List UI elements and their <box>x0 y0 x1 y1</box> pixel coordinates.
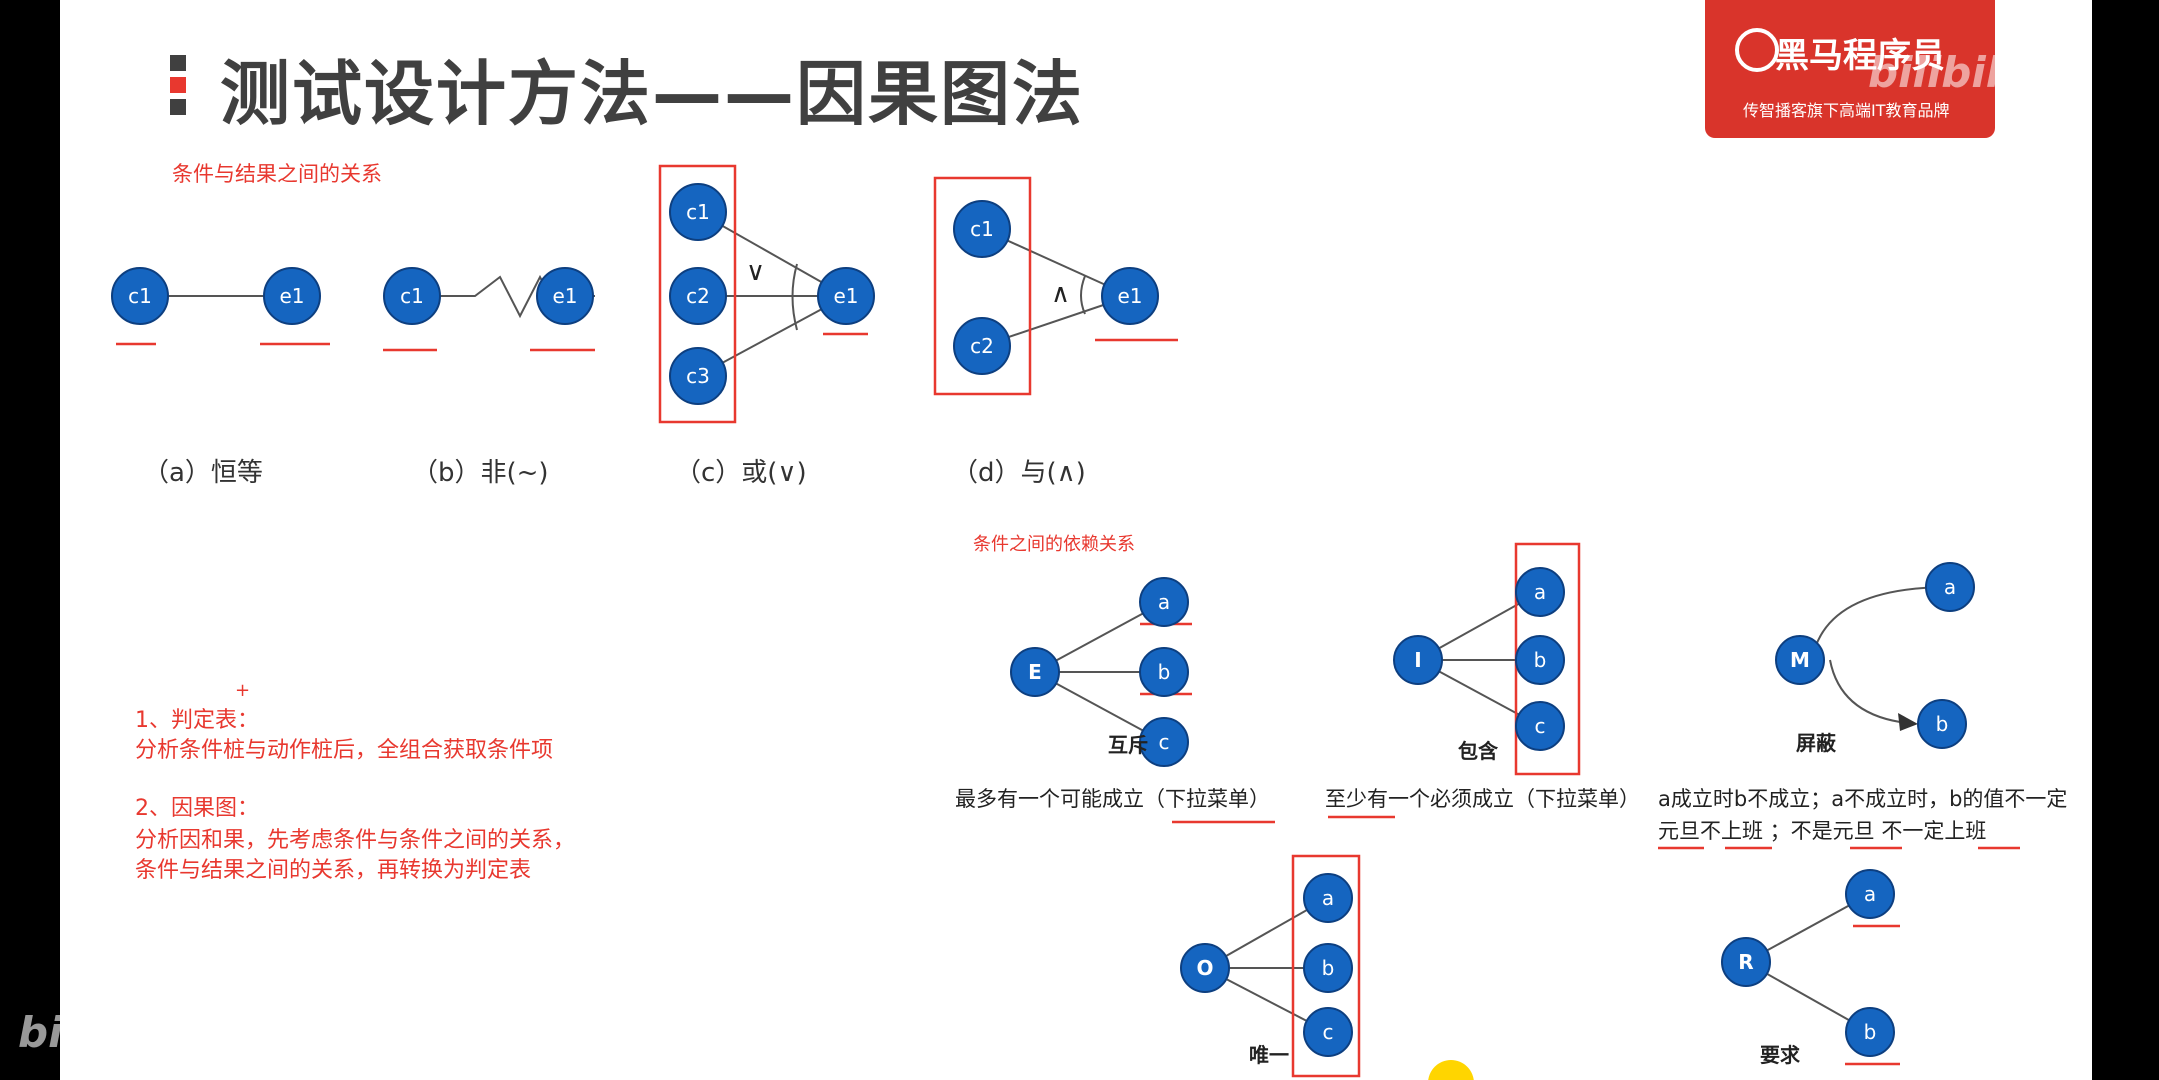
pointer-highlight <box>1428 1060 1474 1080</box>
node-c <box>1139 717 1189 767</box>
node-label: a <box>1158 590 1170 614</box>
node-label: e1 <box>833 284 858 308</box>
node-label: b <box>1158 660 1171 684</box>
node-label: a <box>1534 580 1546 604</box>
node-b <box>1139 647 1189 697</box>
node-c1 <box>669 183 727 241</box>
node-a <box>1515 567 1565 617</box>
node-E <box>1010 647 1060 697</box>
masking-arrow-curve <box>1829 659 1901 723</box>
node-c <box>1515 701 1565 751</box>
or-arc <box>791 263 798 331</box>
caption-and: （d）与(∧) <box>952 458 1086 488</box>
brand-slogan: 传智播客旗下高端IT教育品牌 <box>1743 101 1950 120</box>
only-group-box <box>1291 854 1361 1078</box>
node-label: c1 <box>970 217 994 241</box>
and-arc <box>1080 275 1086 315</box>
node-a <box>1845 869 1895 919</box>
node-e1 <box>817 267 875 325</box>
node-label: e1 <box>552 284 577 308</box>
bilibili-watermark: bilibili <box>1868 48 2015 97</box>
and-group-box <box>933 176 1032 396</box>
node-b <box>1303 943 1353 993</box>
node-a <box>1303 873 1353 923</box>
constraint-label: 互斥 <box>1108 733 1148 757</box>
constraint-label: 唯一 <box>1249 1043 1289 1067</box>
relations-heading: 条件与结果之间的关系 <box>172 162 382 186</box>
node-e1 <box>536 267 594 325</box>
node-label: a <box>1864 882 1876 906</box>
node-label: b <box>1322 956 1335 980</box>
node-c1 <box>111 267 169 325</box>
node-label: O <box>1196 956 1213 980</box>
node-label: c2 <box>686 284 710 308</box>
note-item2-body-line1: 分析因和果，先考虑条件与条件之间的关系， <box>135 828 576 853</box>
node-a <box>1925 562 1975 612</box>
node-label: b <box>1936 712 1949 736</box>
inclusive-description: 至少有一个必须成立（下拉菜单） <box>1325 787 1640 811</box>
node-c1 <box>953 200 1011 258</box>
node-I <box>1393 635 1443 685</box>
node-c3 <box>669 347 727 405</box>
constraint-label: 要求 <box>1760 1043 1801 1067</box>
node-label: R <box>1738 950 1753 974</box>
node-c2 <box>953 317 1011 375</box>
node-a <box>1139 577 1189 627</box>
bilibili-watermark: bilibili <box>18 1008 165 1057</box>
node-e1 <box>263 267 321 325</box>
node-e1 <box>1101 267 1159 325</box>
node-label: c1 <box>686 200 710 224</box>
node-O <box>1180 943 1230 993</box>
or-symbol: ∨ <box>746 257 765 287</box>
node-label: c <box>1323 1020 1334 1044</box>
note-item2-title: 2、因果图： <box>135 796 259 821</box>
node-label: a <box>1322 886 1334 910</box>
exclusive-description: 最多有一个可能成立（下拉菜单） <box>955 787 1270 811</box>
node-label: c <box>1159 730 1170 754</box>
or-group-box <box>658 164 737 424</box>
node-label: I <box>1414 648 1421 672</box>
node-label: b <box>1864 1020 1877 1044</box>
node-b <box>1845 1007 1895 1057</box>
node-label: e1 <box>1117 284 1142 308</box>
node-label: a <box>1944 575 1956 599</box>
node-M <box>1775 635 1825 685</box>
slide: 测试设计方法——因果图法 黑马程序员 传智播客旗下高端IT教育品牌 <box>60 0 2092 1080</box>
node-b <box>1917 699 1967 749</box>
node-label: c2 <box>970 334 994 358</box>
node-label: E <box>1028 660 1042 684</box>
node-c1 <box>383 267 441 325</box>
node-label: c3 <box>686 364 710 388</box>
masking-description-line2: 元旦不上班 ；不是元旦 不一定上班 <box>1658 819 1987 843</box>
note-item1-body: 分析条件桩与动作桩后，全组合获取条件项 <box>135 738 554 763</box>
note-item1-title: 1、判定表： <box>135 708 259 733</box>
note-item2-body-line2: 条件与结果之间的关系，再转换为判定表 <box>135 858 532 883</box>
masking-description-line1: a成立时b不成立；a不成立时，b的值不一定 <box>1658 787 2068 811</box>
masking-arrowhead <box>1898 713 1918 731</box>
node-c2 <box>669 267 727 325</box>
and-symbol: ∧ <box>1051 279 1070 309</box>
node-label: c <box>1535 714 1546 738</box>
constraint-label: 屏蔽 <box>1796 731 1837 755</box>
node-label: b <box>1534 648 1547 672</box>
caption-or: （c）或(∨) <box>675 458 807 488</box>
node-c <box>1303 1007 1353 1057</box>
caption-identity: （a）恒等 <box>143 458 263 488</box>
node-R <box>1721 937 1771 987</box>
slide-title: 测试设计方法——因果图法 <box>220 53 1084 135</box>
node-label: M <box>1790 648 1810 672</box>
cause-effect-diagrams: ∨ ∧ <box>111 164 2020 1078</box>
node-label: c1 <box>128 284 152 308</box>
node-label: e1 <box>279 284 304 308</box>
node-label: c1 <box>400 284 424 308</box>
brand-logo: 黑马程序员 传智播客旗下高端IT教育品牌 <box>1705 0 1995 138</box>
constraint-label: 包含 <box>1458 739 1499 763</box>
brand-name: 黑马程序员 <box>1775 36 1945 76</box>
cursor-plus-icon: + <box>235 680 251 701</box>
dependencies-heading: 条件之间的依赖关系 <box>973 534 1135 555</box>
title-bullet-icon <box>170 55 186 121</box>
horse-logo-icon <box>1735 28 1779 72</box>
node-b <box>1515 635 1565 685</box>
caption-not: （b）非(~) <box>412 458 549 488</box>
